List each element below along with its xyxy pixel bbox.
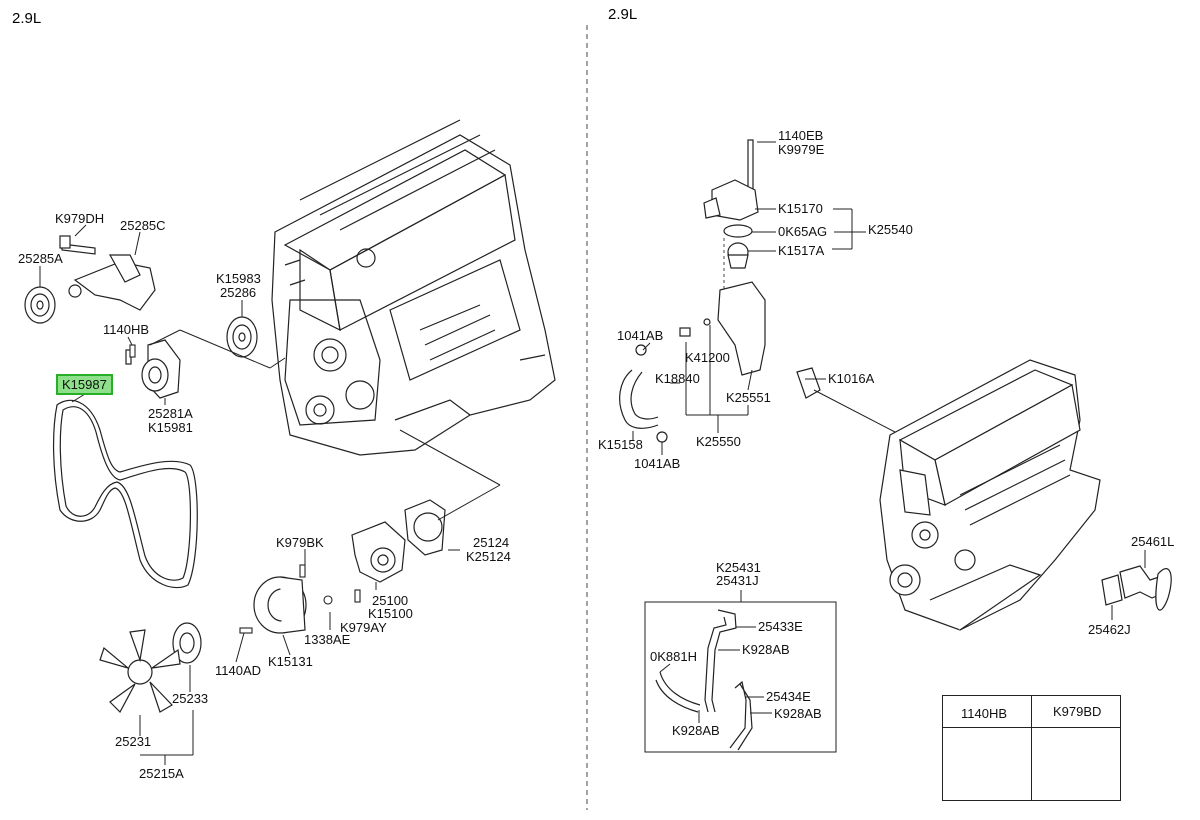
part-label[interactable]: 1140AD: [215, 663, 262, 678]
part-label[interactable]: K25540: [868, 222, 913, 237]
part-label[interactable]: K928AB: [774, 706, 822, 721]
part-label[interactable]: K41200: [685, 350, 730, 365]
outlet-pipe: [1101, 565, 1172, 611]
part-label[interactable]: 25215A: [139, 766, 184, 781]
part-label[interactable]: 1140HB: [103, 322, 150, 337]
engine-block-right: [879, 359, 1101, 631]
part-label[interactable]: K15983: [216, 271, 261, 286]
part-label[interactable]: 25461L: [1131, 534, 1175, 549]
table-header-k979bd[interactable]: K979BD: [1053, 704, 1102, 719]
small-bolts-left: [129, 344, 361, 634]
water-pump: [351, 499, 446, 583]
part-label[interactable]: 25231: [115, 734, 152, 749]
part-label[interactable]: K18840: [655, 371, 700, 386]
part-label[interactable]: 1338AE: [304, 632, 351, 647]
tensioner-bracket: [59, 235, 156, 311]
cooling-fan: [99, 629, 181, 713]
part-label[interactable]: K15981: [148, 420, 193, 435]
part-label[interactable]: 25434E: [766, 689, 811, 704]
part-label[interactable]: K15158: [598, 437, 643, 452]
drive-belt: [52, 399, 198, 589]
part-label[interactable]: K25431: [716, 560, 761, 575]
part-label[interactable]: K25124: [466, 549, 511, 564]
part-label[interactable]: 25100: [372, 593, 409, 608]
part-label[interactable]: 1041AB: [634, 456, 681, 471]
table-column-divider: [1031, 696, 1032, 800]
part-label[interactable]: K9979E: [778, 142, 825, 157]
fan-pulley: [253, 576, 307, 634]
part-label[interactable]: 25233: [172, 691, 209, 706]
part-label[interactable]: K25551: [726, 390, 771, 405]
part-label[interactable]: 25462J: [1088, 622, 1131, 637]
part-label[interactable]: 0K65AG: [778, 224, 828, 239]
engine-block-left: [271, 119, 556, 456]
part-label[interactable]: K15100: [368, 606, 413, 621]
part-label[interactable]: K15131: [268, 654, 313, 669]
part-label[interactable]: K928AB: [742, 642, 790, 657]
part-label[interactable]: K1517A: [778, 243, 825, 258]
part-label[interactable]: 1041AB: [617, 328, 664, 343]
hose-leader-lines: [659, 626, 772, 723]
part-label[interactable]: K1016A: [828, 371, 875, 386]
part-label[interactable]: K928AB: [672, 723, 720, 738]
highlighted-part-label[interactable]: K15987: [56, 374, 113, 395]
fastener-table: 1140HB K979BD: [942, 695, 1121, 801]
part-label[interactable]: K15170: [778, 201, 823, 216]
part-label[interactable]: 1140EB: [778, 128, 824, 143]
part-label[interactable]: 25285A: [18, 251, 63, 266]
auto-tensioner: [125, 339, 181, 399]
part-label[interactable]: K25550: [696, 434, 741, 449]
bypass-hose: [619, 369, 659, 429]
idler-pulley-25285a: [24, 286, 56, 324]
part-label[interactable]: 25281A: [148, 406, 193, 421]
leader-lines-right: [632, 141, 1146, 620]
leader-lines-left: [39, 224, 501, 765]
part-label[interactable]: 25124: [473, 535, 510, 550]
part-label[interactable]: 25286: [220, 285, 257, 300]
left-section-title: 2.9L: [12, 10, 42, 27]
part-label[interactable]: 25431J: [716, 573, 759, 588]
fan-clutch: [172, 622, 202, 664]
table-header-1140hb[interactable]: 1140HB: [961, 706, 1008, 721]
right-section-title: 2.9L: [608, 6, 638, 23]
thermostat-assembly: [635, 139, 821, 443]
part-label[interactable]: 25433E: [758, 619, 803, 634]
idler-pulley-25286: [226, 316, 258, 358]
heater-hoses: [655, 609, 753, 751]
part-label[interactable]: 25285C: [120, 218, 166, 233]
part-label[interactable]: 0K881H: [650, 649, 697, 664]
part-label[interactable]: K979AY: [340, 620, 387, 635]
part-label[interactable]: K979BK: [276, 535, 324, 550]
part-label[interactable]: K979DH: [55, 211, 105, 226]
